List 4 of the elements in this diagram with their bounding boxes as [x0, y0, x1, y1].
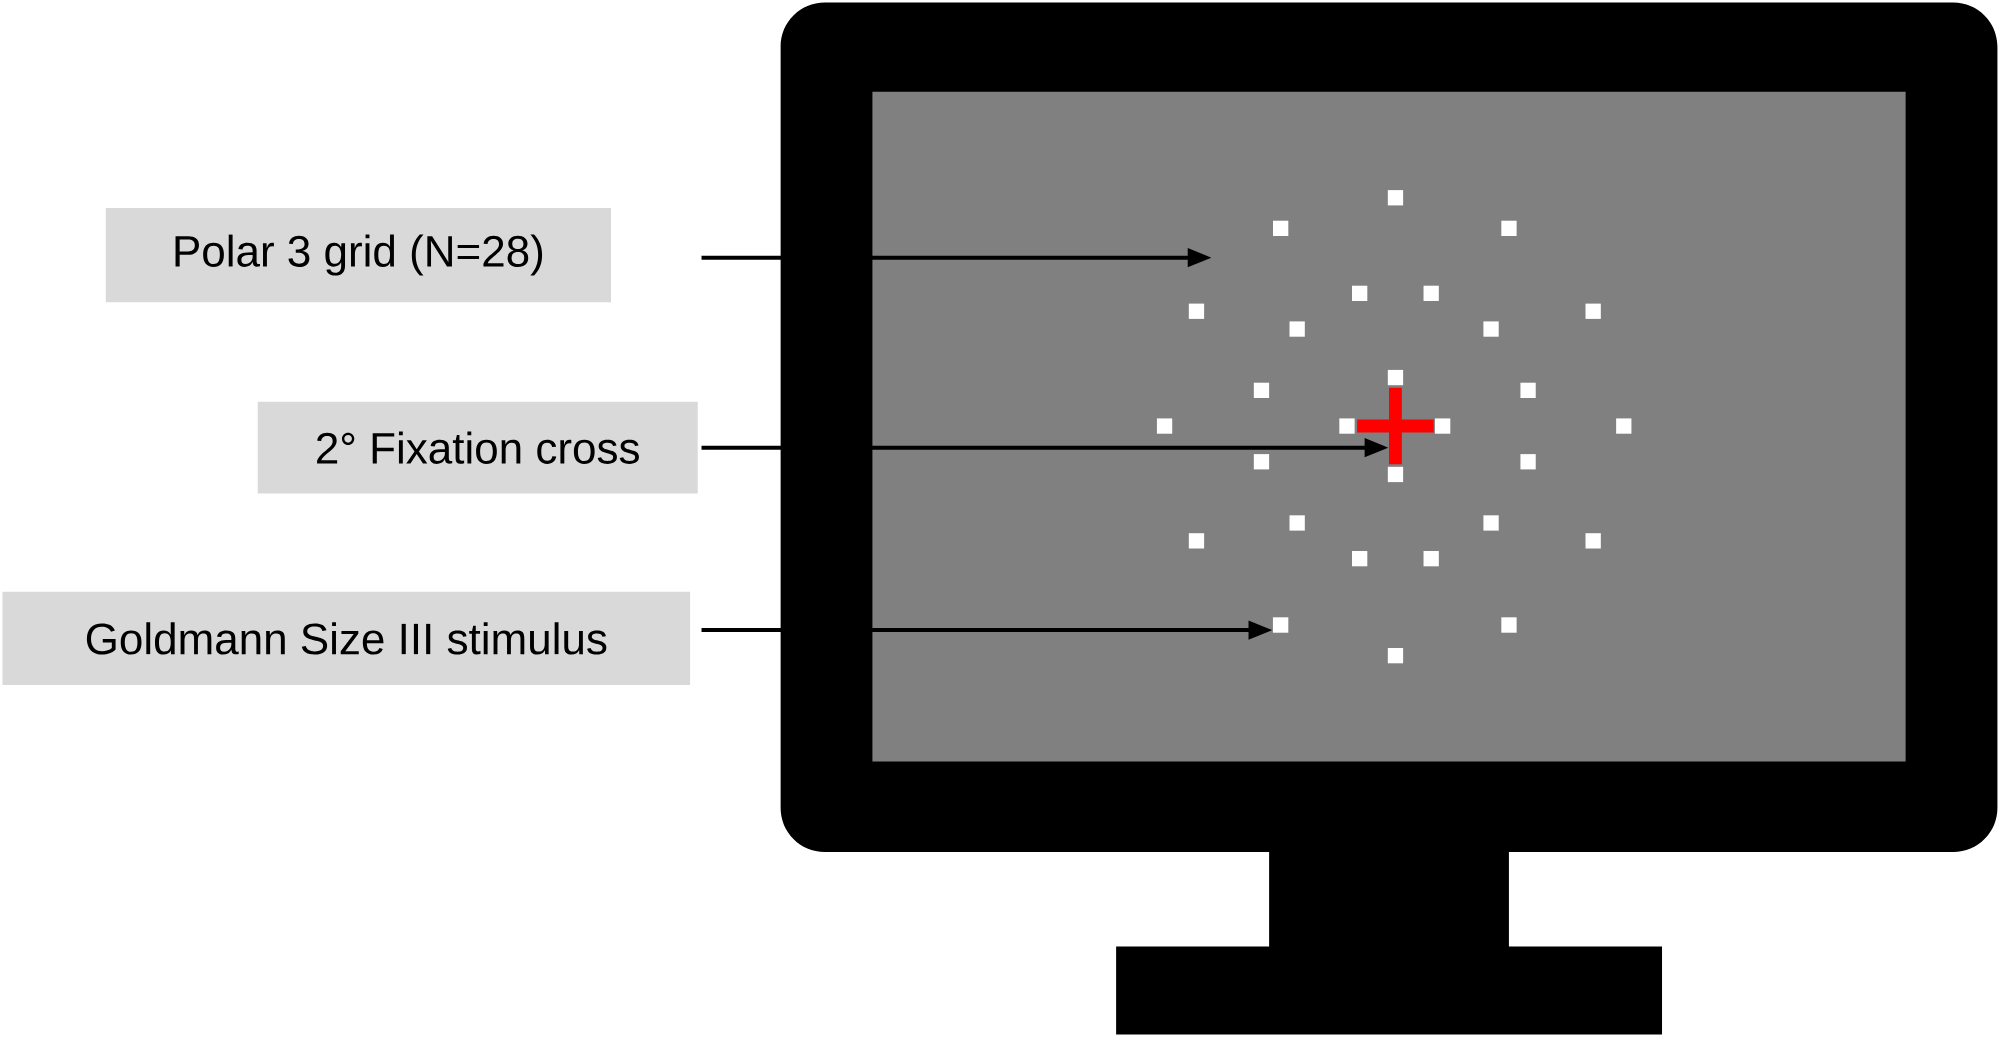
fixation-cross — [1357, 387, 1434, 465]
label-box: 2° Fixation cross — [257, 401, 698, 494]
label-box: Goldmann Size III stimulus — [2, 591, 691, 685]
label-box: Polar 3 grid (N=28) — [105, 207, 611, 303]
